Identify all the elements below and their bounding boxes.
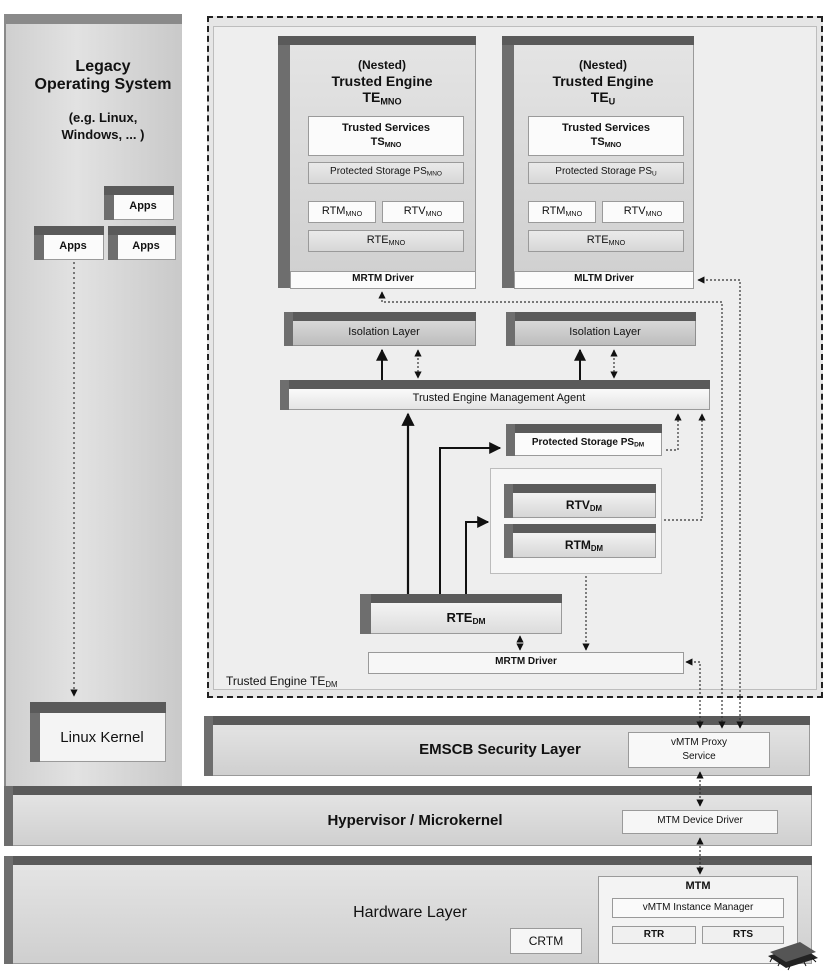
- ps-to-tema-dotted: [666, 413, 682, 451]
- mtm-box: [598, 876, 798, 964]
- vmtm-proxy-box: [628, 732, 770, 768]
- app-box-top-side: [104, 186, 114, 220]
- nested-mrtm-to-proxy-dotted: [378, 291, 726, 729]
- rtv-group-dotted: [664, 413, 706, 521]
- nested-mrtm-rtm-box: [308, 201, 376, 223]
- vmtm-proxy-label-1: vMTM Proxy: [670, 737, 728, 748]
- chip-icon: [768, 942, 818, 971]
- nested-mrtm-ts-label: Trusted Services: [341, 122, 431, 134]
- app-box-left-side: [34, 226, 44, 260]
- emscb-label: EMSCB Security Layer: [419, 741, 581, 758]
- vmtm-instance-manager-box: [612, 898, 784, 918]
- nested-te-mrtm-line3: TEMNO: [362, 89, 402, 107]
- linux-kernel-label: Linux Kernel: [60, 729, 144, 746]
- app-box-right-cap: [108, 226, 176, 235]
- hypervisor-label: Hypervisor / Microkernel: [327, 812, 503, 829]
- nested-te-mrtm-cap: [278, 36, 476, 45]
- nested-mrtm-ts-box: [308, 116, 464, 156]
- nested-mltm-rtm-label: RTMMNO: [541, 205, 583, 218]
- nested-mltm-rtv-label: RTVMNO: [623, 205, 663, 218]
- nested-mltm-to-proxy-dotted: [697, 276, 744, 729]
- rts-label: RTS: [733, 929, 753, 940]
- nested-mrtm-ts-sub: TSMNO: [370, 136, 402, 149]
- linux-kernel-side: [30, 702, 40, 762]
- nested-mrtm-ps-box: [308, 162, 464, 184]
- nested-mltm-ts-sub: TSMNO: [590, 136, 622, 149]
- hardware-label: Hardware Layer: [353, 904, 467, 921]
- app-label-right: Apps: [132, 240, 160, 252]
- nested-mltm-rtv-box: [602, 201, 684, 223]
- nested-mltm-ts-label: Trusted Services: [561, 122, 651, 134]
- hypervisor-layer-cap: [4, 786, 812, 795]
- isolation-layer-left-side: [284, 312, 293, 346]
- hardware-layer-side: [4, 856, 13, 964]
- nested-mrtm-driver-box: [290, 271, 476, 289]
- legacy-os-subtitle-1: (e.g. Linux,: [68, 110, 138, 125]
- app-box-right-side: [108, 226, 118, 260]
- vmtm-instance-manager-label: vMTM Instance Manager: [642, 902, 754, 913]
- vmtm-proxy-label-2: Service: [682, 751, 716, 762]
- nested-mltm-rte-label: RTEMNO: [586, 234, 626, 247]
- nested-te-mltm-line2: Trusted Engine: [552, 73, 654, 89]
- nested-mrtm-ps-label: Protected Storage PSMNO: [330, 166, 442, 178]
- mrtm-driver-to-proxy-dotted: [685, 658, 704, 729]
- app-label-top: Apps: [129, 200, 157, 212]
- legacy-os-title-1: Legacy: [75, 58, 131, 75]
- app-label-left: Apps: [59, 240, 87, 252]
- nested-te-mrtm-line1: (Nested): [357, 58, 406, 72]
- app-box-left-cap: [34, 226, 104, 235]
- nested-te-mrtm-line2: Trusted Engine: [331, 73, 433, 89]
- nested-mrtm-rtv-box: [382, 201, 464, 223]
- mtm-device-driver-label: MTM Device Driver: [657, 815, 743, 826]
- nested-mrtm-driver-label: MRTM Driver: [352, 273, 414, 284]
- linux-kernel-cap: [30, 702, 166, 713]
- legacy-os-panel-top: [4, 14, 182, 24]
- rte-to-rtv-arrow: [465, 516, 490, 594]
- nested-te-mltm-line1: (Nested): [578, 58, 627, 72]
- nested-te-mltm-line3: TEU: [590, 89, 616, 107]
- nested-mltm-rtm-box: [528, 201, 596, 223]
- tema-side: [280, 380, 289, 410]
- legacy-os-panel: [4, 14, 182, 790]
- emscb-layer-side: [204, 716, 213, 776]
- hypervisor-layer-side: [4, 786, 13, 846]
- hardware-layer-cap: [4, 856, 812, 865]
- crtm-box: [510, 928, 582, 954]
- legacy-os-subtitle-2: Windows, ... ): [61, 127, 145, 142]
- nested-mrtm-rtv-label: RTVMNO: [403, 205, 443, 218]
- nested-mltm-ps-box: [528, 162, 684, 184]
- rtr-box: [612, 926, 696, 944]
- nested-mltm-rte-box: [528, 230, 684, 252]
- mtm-device-driver-box: [622, 810, 778, 834]
- nested-te-mltm-side: [502, 36, 514, 288]
- nested-te-mrtm-side: [278, 36, 290, 288]
- nested-mltm-ps-label: Protected Storage PSU: [555, 166, 657, 178]
- nested-mltm-driver-box: [514, 271, 694, 289]
- nested-mltm-driver-label: MLTM Driver: [574, 273, 634, 284]
- nested-mrtm-rtm-label: RTMMNO: [321, 205, 363, 218]
- te-dm-label: Trusted Engine TEDM: [226, 674, 338, 689]
- nested-mltm-ts-box: [528, 116, 684, 156]
- crtm-label: CRTM: [528, 934, 564, 948]
- rts-box: [702, 926, 784, 944]
- nested-mrtm-rte-label: RTEMNO: [366, 234, 406, 247]
- app-box-top-cap: [104, 186, 174, 195]
- legacy-os-title-2: Operating System: [34, 76, 172, 93]
- rtr-label: RTR: [643, 929, 665, 940]
- rte-dm-side: [360, 594, 371, 634]
- mtm-label: MTM: [685, 880, 711, 892]
- nested-mrtm-rte-box: [308, 230, 464, 252]
- nested-te-mltm-cap: [502, 36, 694, 45]
